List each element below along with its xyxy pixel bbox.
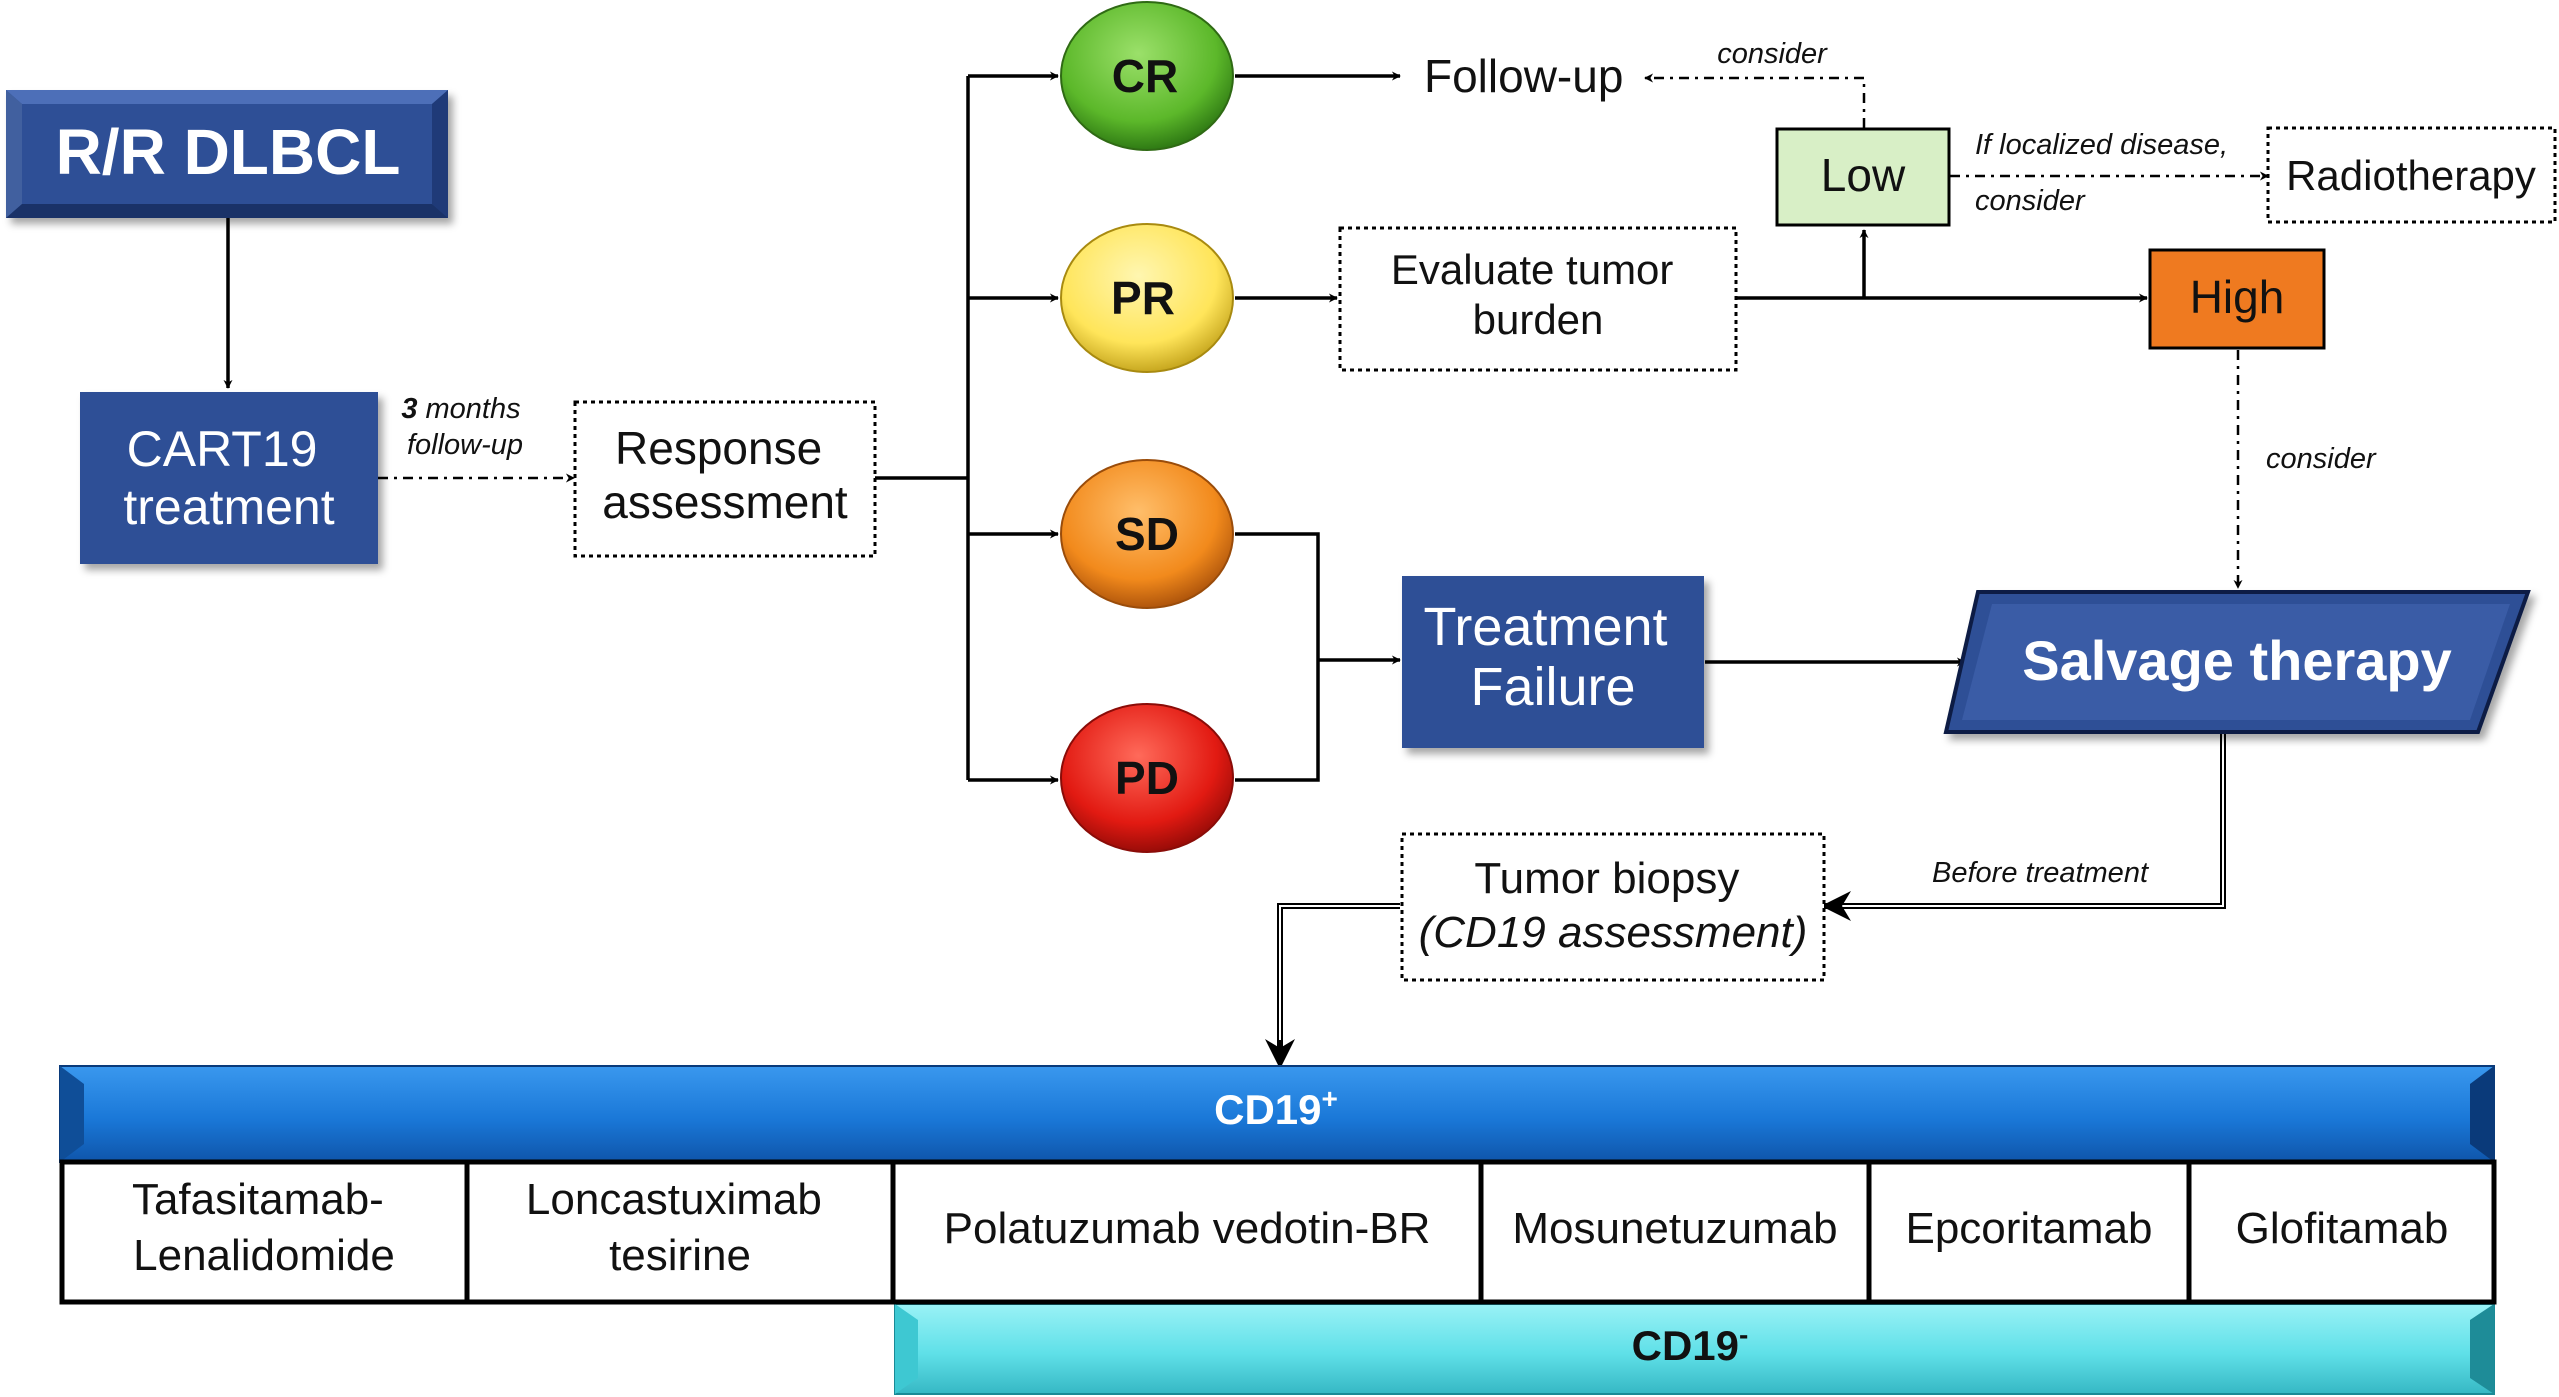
therapy-tafasitamab-line-1: Tafasitamab-	[132, 1175, 384, 1224]
treatment-failure-label: Treatment Failure	[1423, 597, 1682, 717]
evaluate-label: Evaluate tumor burden	[1391, 246, 1685, 343]
localized-note-line-2: consider	[1975, 185, 2086, 217]
cart-node: CART19 treatment	[80, 392, 378, 564]
followup-note: 3 months follow-up	[401, 393, 528, 461]
arrow-salvage-to-biopsy-inner	[1830, 732, 2224, 907]
evaluate-line-1: Evaluate tumor	[1391, 246, 1673, 293]
arrow-biopsy-to-therapies	[1277, 903, 1400, 1048]
cd19-negative-bar: CD19-	[894, 1303, 2495, 1395]
salvage-node: Salvage therapy	[1943, 590, 2531, 734]
arrow-biopsy-to-therapies-inner	[1279, 905, 1400, 1040]
evaluate-line-2: burden	[1473, 296, 1604, 343]
biopsy-node: Tumor biopsy (CD19 assessment)	[1400, 832, 1826, 982]
cd19-positive-label: CD19+	[1214, 1083, 1338, 1133]
arrow-low-to-followup	[1644, 73, 1866, 128]
outcome-pr-label: PR	[1111, 272, 1175, 324]
localized-note: If localized disease, consider	[1975, 129, 2236, 217]
outcome-cr-label: CR	[1112, 50, 1178, 102]
therapy-cell-epcoritamab: Epcoritamab	[1866, 1159, 2192, 1305]
treatment-failure-line-1: Treatment	[1423, 597, 1667, 657]
connectors	[223, 71, 2269, 1069]
followup-note-months-number: 3	[401, 393, 417, 425]
salvage-label: Salvage therapy	[2022, 629, 2452, 692]
therapy-mosunetuzumab-label: Mosunetuzumab	[1512, 1204, 1837, 1253]
line-pd-join	[1235, 660, 1320, 782]
cd19-positive-sup: +	[1322, 1083, 1338, 1114]
line-sd-join	[1235, 532, 1320, 660]
start-label: R/R DLBCL	[56, 116, 401, 188]
high-label: High	[2190, 271, 2285, 323]
therapy-epcoritamab-label: Epcoritamab	[1905, 1204, 2152, 1253]
cart-label: CART19 treatment	[123, 421, 334, 535]
therapy-cell-glofitamab: Glofitamab	[2186, 1159, 2497, 1305]
followup-note-months-unit: months	[417, 393, 520, 425]
cd19-positive-bar: CD19+	[59, 1065, 2495, 1163]
outcome-pd-label: PD	[1115, 752, 1179, 804]
cd19-negative-label: CD19-	[1632, 1319, 1749, 1369]
radiotherapy-label: Radiotherapy	[2286, 152, 2536, 199]
followup-label: Follow-up	[1424, 50, 1623, 102]
outcome-sd: SD	[1060, 459, 1234, 609]
outcome-pd: PD	[1060, 703, 1234, 853]
consider-right-label: consider	[2266, 443, 2377, 475]
high-node: High	[2148, 248, 2326, 350]
therapy-loncastuximab-line-1: Loncastuximab	[526, 1175, 822, 1224]
localized-note-line-1: If localized disease,	[1975, 129, 2228, 161]
response-label: Response assessment	[602, 422, 848, 528]
start-node: R/R DLBCL	[6, 90, 448, 218]
therapy-glofitamab-label: Glofitamab	[2236, 1204, 2449, 1253]
biopsy-label: Tumor biopsy (CD19 assessment)	[1419, 854, 1808, 957]
cd19-positive-base: CD19	[1214, 1086, 1321, 1133]
outcome-sd-label: SD	[1115, 508, 1179, 560]
low-label: Low	[1821, 149, 1906, 201]
biopsy-line-1: Tumor biopsy	[1474, 854, 1739, 903]
cd19-negative-sup: -	[1739, 1319, 1748, 1350]
response-line-2: assessment	[602, 476, 848, 528]
before-treatment-label: Before treatment	[1932, 857, 2150, 889]
therapy-loncastuximab-label: Loncastuximab tesirine	[526, 1175, 834, 1280]
cart-line-1: CART19	[127, 421, 318, 477]
therapy-tafasitamab-label: Tafasitamab- Lenalidomide	[132, 1175, 396, 1280]
therapy-cell-tafasitamab: Tafasitamab- Lenalidomide	[59, 1159, 470, 1305]
response-line-1: Response	[615, 422, 822, 474]
treatment-failure-node: Treatment Failure	[1402, 576, 1704, 748]
treatment-failure-line-2: Failure	[1470, 657, 1635, 717]
radiotherapy-node: Radiotherapy	[2266, 126, 2557, 224]
therapy-cell-loncastuximab: Loncastuximab tesirine	[464, 1159, 896, 1305]
low-node: Low	[1775, 127, 1951, 227]
cd19-negative-base: CD19	[1632, 1322, 1739, 1369]
therapy-table: Tafasitamab- Lenalidomide Loncastuximab …	[59, 1159, 2497, 1305]
response-node: Response assessment	[573, 400, 877, 558]
biopsy-line-2: (CD19 assessment)	[1419, 908, 1808, 957]
consider-top-label: consider	[1717, 38, 1828, 70]
therapy-loncastuximab-line-2: tesirine	[609, 1231, 751, 1280]
outcome-pr: PR	[1060, 223, 1234, 373]
evaluate-node: Evaluate tumor burden	[1338, 226, 1738, 372]
outcome-cr: CR	[1060, 1, 1234, 151]
therapy-polatuzumab-label: Polatuzumab vedotin-BR	[944, 1204, 1431, 1253]
followup-note-line-2: follow-up	[407, 429, 523, 461]
therapy-cell-polatuzumab: Polatuzumab vedotin-BR	[890, 1159, 1484, 1305]
cart-line-2: treatment	[123, 479, 334, 535]
therapy-cell-mosunetuzumab: Mosunetuzumab	[1478, 1159, 1872, 1305]
therapy-tafasitamab-line-2: Lenalidomide	[133, 1231, 395, 1280]
